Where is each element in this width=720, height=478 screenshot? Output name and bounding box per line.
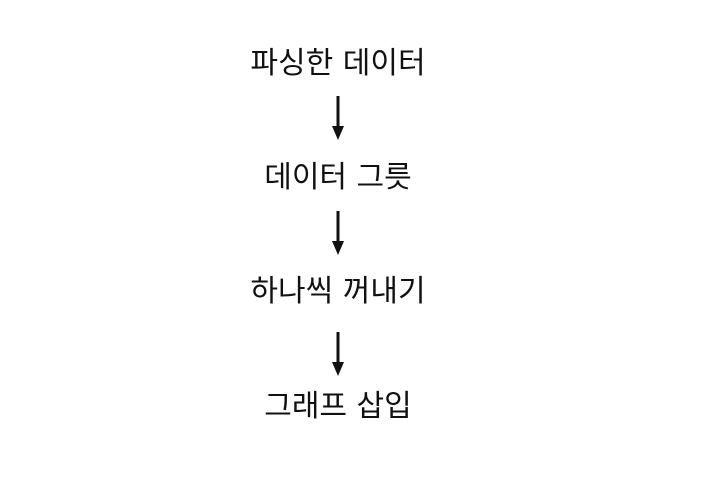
- step-take-one-by-one: 하나씩 꺼내기: [250, 274, 426, 309]
- step-parsed-data: 파싱한 데이터: [250, 46, 426, 81]
- step-insert-graph: 그래프 삽입: [264, 389, 412, 424]
- arrow-down-icon: [332, 96, 344, 140]
- arrow-down-icon: [332, 332, 344, 376]
- arrow-down-icon: [332, 211, 344, 255]
- step-data-container: 데이터 그릇: [264, 160, 412, 195]
